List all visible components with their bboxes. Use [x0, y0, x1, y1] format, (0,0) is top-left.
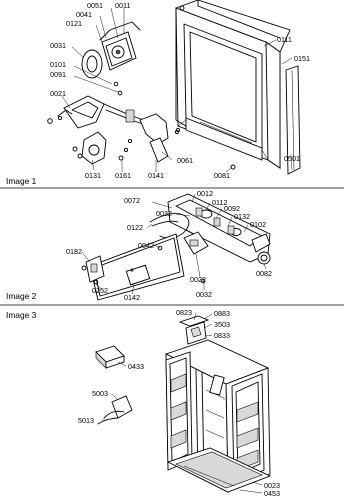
callout-0823: 0823 — [176, 308, 192, 317]
callout-0122: 0122 — [127, 223, 143, 232]
panel-1-drawing — [47, 0, 301, 175]
callout-5003: 5003 — [92, 389, 108, 398]
panel-2-drawing — [81, 193, 271, 301]
panel-3-drawing — [95, 315, 272, 493]
callout-0061: 0061 — [177, 156, 193, 165]
callout-0111: 0111 — [277, 35, 292, 44]
callout-0051: 0051 — [87, 1, 103, 10]
panel-3-caption: Image 3 — [6, 310, 37, 320]
callout-0021: 0021 — [50, 89, 66, 98]
callout-0501: 0501 — [284, 154, 300, 163]
callout-0142: 0142 — [124, 293, 140, 302]
callout-3503: 3503 — [214, 320, 230, 329]
callout-0022: 0022 — [190, 275, 206, 284]
callout-0042: 0042 — [138, 241, 154, 250]
callout-0031: 0031 — [50, 41, 66, 50]
callout-0433: 0433 — [128, 362, 144, 371]
callout-0182: 0182 — [66, 247, 82, 256]
callout-0453: 0453 — [264, 489, 280, 498]
callout-0092: 0092 — [224, 204, 240, 213]
callout-0132: 0132 — [234, 212, 250, 221]
panel-2-caption: Image 2 — [6, 291, 37, 301]
panel-2-callouts: 0012 0072 0112 0092 0032 0132 0102 0122 … — [66, 189, 272, 302]
callout-0032: 0032 — [156, 209, 172, 218]
callout-0883: 0883 — [214, 309, 230, 318]
callout-0151: 0151 — [294, 54, 310, 63]
callout-0091: 0091 — [50, 70, 66, 79]
callout-0041: 0041 — [76, 10, 92, 19]
callout-0023: 0023 — [264, 481, 280, 490]
callout-0131: 0131 — [85, 171, 101, 180]
callout-0252: 0252 — [92, 286, 108, 295]
callout-0011: 0011 — [115, 1, 130, 10]
callout-0833: 0833 — [214, 331, 230, 340]
callout-0081: 0081 — [214, 171, 230, 180]
callout-0072: 0072 — [124, 196, 140, 205]
panel-1-callouts: 0051 0011 0041 0121 0031 0101 0091 0021 … — [50, 1, 310, 180]
callout-0121: 0121 — [66, 19, 82, 28]
callout-0102: 0102 — [250, 220, 266, 229]
panel-1-caption: Image 1 — [6, 176, 37, 186]
callout-0012: 0012 — [197, 189, 213, 198]
callout-0082: 0082 — [256, 269, 272, 278]
callout-0161: 0161 — [115, 171, 131, 180]
callout-0032b: 0032 — [196, 290, 212, 299]
callout-0101: 0101 — [50, 60, 66, 69]
panel-3-callouts: 0823 0883 3503 0833 0433 5003 5013 0023 … — [78, 308, 280, 498]
callout-5013: 5013 — [78, 416, 94, 425]
callout-0112: 0112 — [212, 198, 227, 207]
callout-0141: 0141 — [148, 171, 164, 180]
